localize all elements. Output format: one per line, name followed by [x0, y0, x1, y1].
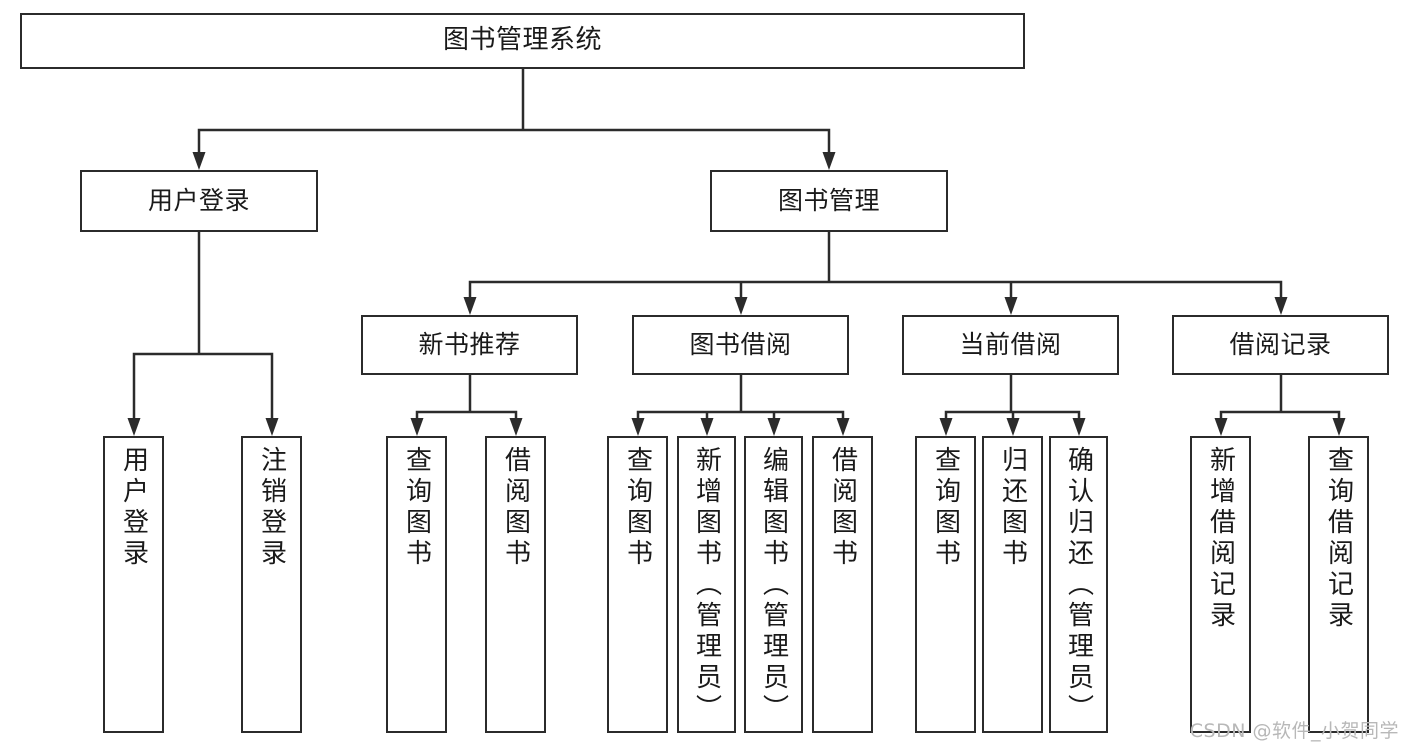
edge-connector: [197, 67, 831, 156]
leaf-logout-label: 注销登录: [256, 446, 287, 570]
edge-arrowhead: [1274, 297, 1288, 315]
edge-arrowhead: [939, 418, 953, 436]
edge-arrowhead: [509, 418, 523, 436]
edge-arrowhead: [463, 297, 477, 315]
edge-arrowhead: [192, 152, 206, 170]
leaf-add-borrow-record-label: 新增借阅记录: [1205, 446, 1236, 632]
leaf-query-book-1[interactable]: 查询图书: [386, 436, 447, 733]
node-book-borrowing-label: 图书借阅: [689, 329, 792, 359]
leaf-user-login-label: 用户登录: [118, 446, 149, 570]
watermark: CSDN @软件_小贺同学: [1189, 720, 1399, 742]
edge-connector: [636, 373, 845, 422]
node-user-login-label: 用户登录: [147, 185, 250, 215]
edge-arrowhead: [1214, 418, 1228, 436]
edge-arrowhead: [1072, 418, 1086, 436]
node-new-book-recommendation[interactable]: 新书推荐: [361, 315, 578, 375]
edge-connector: [468, 230, 1283, 301]
leaf-query-book-3[interactable]: 查询图书: [915, 436, 976, 733]
edge-arrowhead: [767, 418, 781, 436]
edge-arrowhead: [700, 418, 714, 436]
leaf-edit-book-admin-label: 编辑图书（管理员）: [758, 446, 789, 725]
leaf-query-book-1-label: 查询图书: [401, 446, 432, 570]
edge-arrowhead: [734, 297, 748, 315]
node-current-borrowing[interactable]: 当前借阅: [902, 315, 1119, 375]
leaf-add-borrow-record[interactable]: 新增借阅记录: [1190, 436, 1251, 733]
edge-arrowhead: [1332, 418, 1346, 436]
edge-arrowhead: [836, 418, 850, 436]
leaf-query-book-3-label: 查询图书: [930, 446, 961, 570]
node-root[interactable]: 图书管理系统: [20, 13, 1025, 69]
node-book-management-label: 图书管理: [777, 185, 880, 215]
leaf-confirm-return-admin[interactable]: 确认归还（管理员）: [1049, 436, 1108, 733]
node-user-login[interactable]: 用户登录: [80, 170, 318, 232]
node-book-borrowing[interactable]: 图书借阅: [632, 315, 849, 375]
leaf-user-login[interactable]: 用户登录: [103, 436, 164, 733]
node-book-management[interactable]: 图书管理: [710, 170, 948, 232]
leaf-confirm-return-admin-label: 确认归还（管理员）: [1063, 446, 1094, 725]
leaf-return-book-label: 归还图书: [997, 446, 1028, 570]
leaf-borrow-book-1[interactable]: 借阅图书: [485, 436, 546, 733]
node-new-book-recommendation-label: 新书推荐: [418, 329, 521, 359]
leaf-borrow-book-2[interactable]: 借阅图书: [812, 436, 873, 733]
leaf-query-borrow-record[interactable]: 查询借阅记录: [1308, 436, 1369, 733]
edge-arrowhead: [127, 418, 141, 436]
leaf-borrow-book-2-label: 借阅图书: [827, 446, 858, 570]
leaf-edit-book-admin[interactable]: 编辑图书（管理员）: [744, 436, 803, 733]
leaf-add-book-admin[interactable]: 新增图书（管理员）: [677, 436, 736, 733]
leaf-borrow-book-1-label: 借阅图书: [500, 446, 531, 570]
edge-connector: [415, 373, 518, 422]
edge-connector: [944, 373, 1081, 422]
node-root-label: 图书管理系统: [442, 25, 602, 56]
leaf-query-book-2[interactable]: 查询图书: [607, 436, 668, 733]
edge-arrowhead: [1006, 418, 1020, 436]
edge-connector: [1219, 373, 1341, 422]
leaf-query-borrow-record-label: 查询借阅记录: [1323, 446, 1354, 632]
node-borrow-record-label: 借阅记录: [1229, 329, 1332, 359]
node-borrow-record[interactable]: 借阅记录: [1172, 315, 1389, 375]
edge-arrowhead: [265, 418, 279, 436]
leaf-return-book[interactable]: 归还图书: [982, 436, 1043, 733]
edge-connector: [132, 230, 274, 422]
edge-arrowhead: [822, 152, 836, 170]
node-current-borrowing-label: 当前借阅: [959, 329, 1062, 359]
edge-arrowhead: [410, 418, 424, 436]
edge-arrowhead: [631, 418, 645, 436]
leaf-add-book-admin-label: 新增图书（管理员）: [691, 446, 722, 725]
edge-arrowhead: [1004, 297, 1018, 315]
leaf-logout[interactable]: 注销登录: [241, 436, 302, 733]
leaf-query-book-2-label: 查询图书: [622, 446, 653, 570]
